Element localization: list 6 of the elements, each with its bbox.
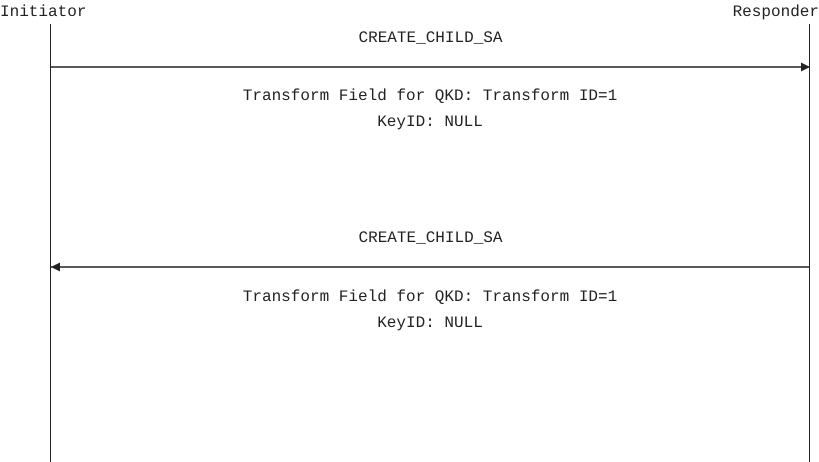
participant-name: Initiator (0, 2, 86, 22)
message-arrow (51, 62, 810, 72)
participant-name: Responder (732, 2, 819, 22)
message-arrow (51, 262, 810, 272)
message-note: Transform Field for QKD: Transform ID=1 (240, 86, 620, 106)
message-note: Transform Field for QKD: Transform ID=1 (240, 287, 620, 307)
